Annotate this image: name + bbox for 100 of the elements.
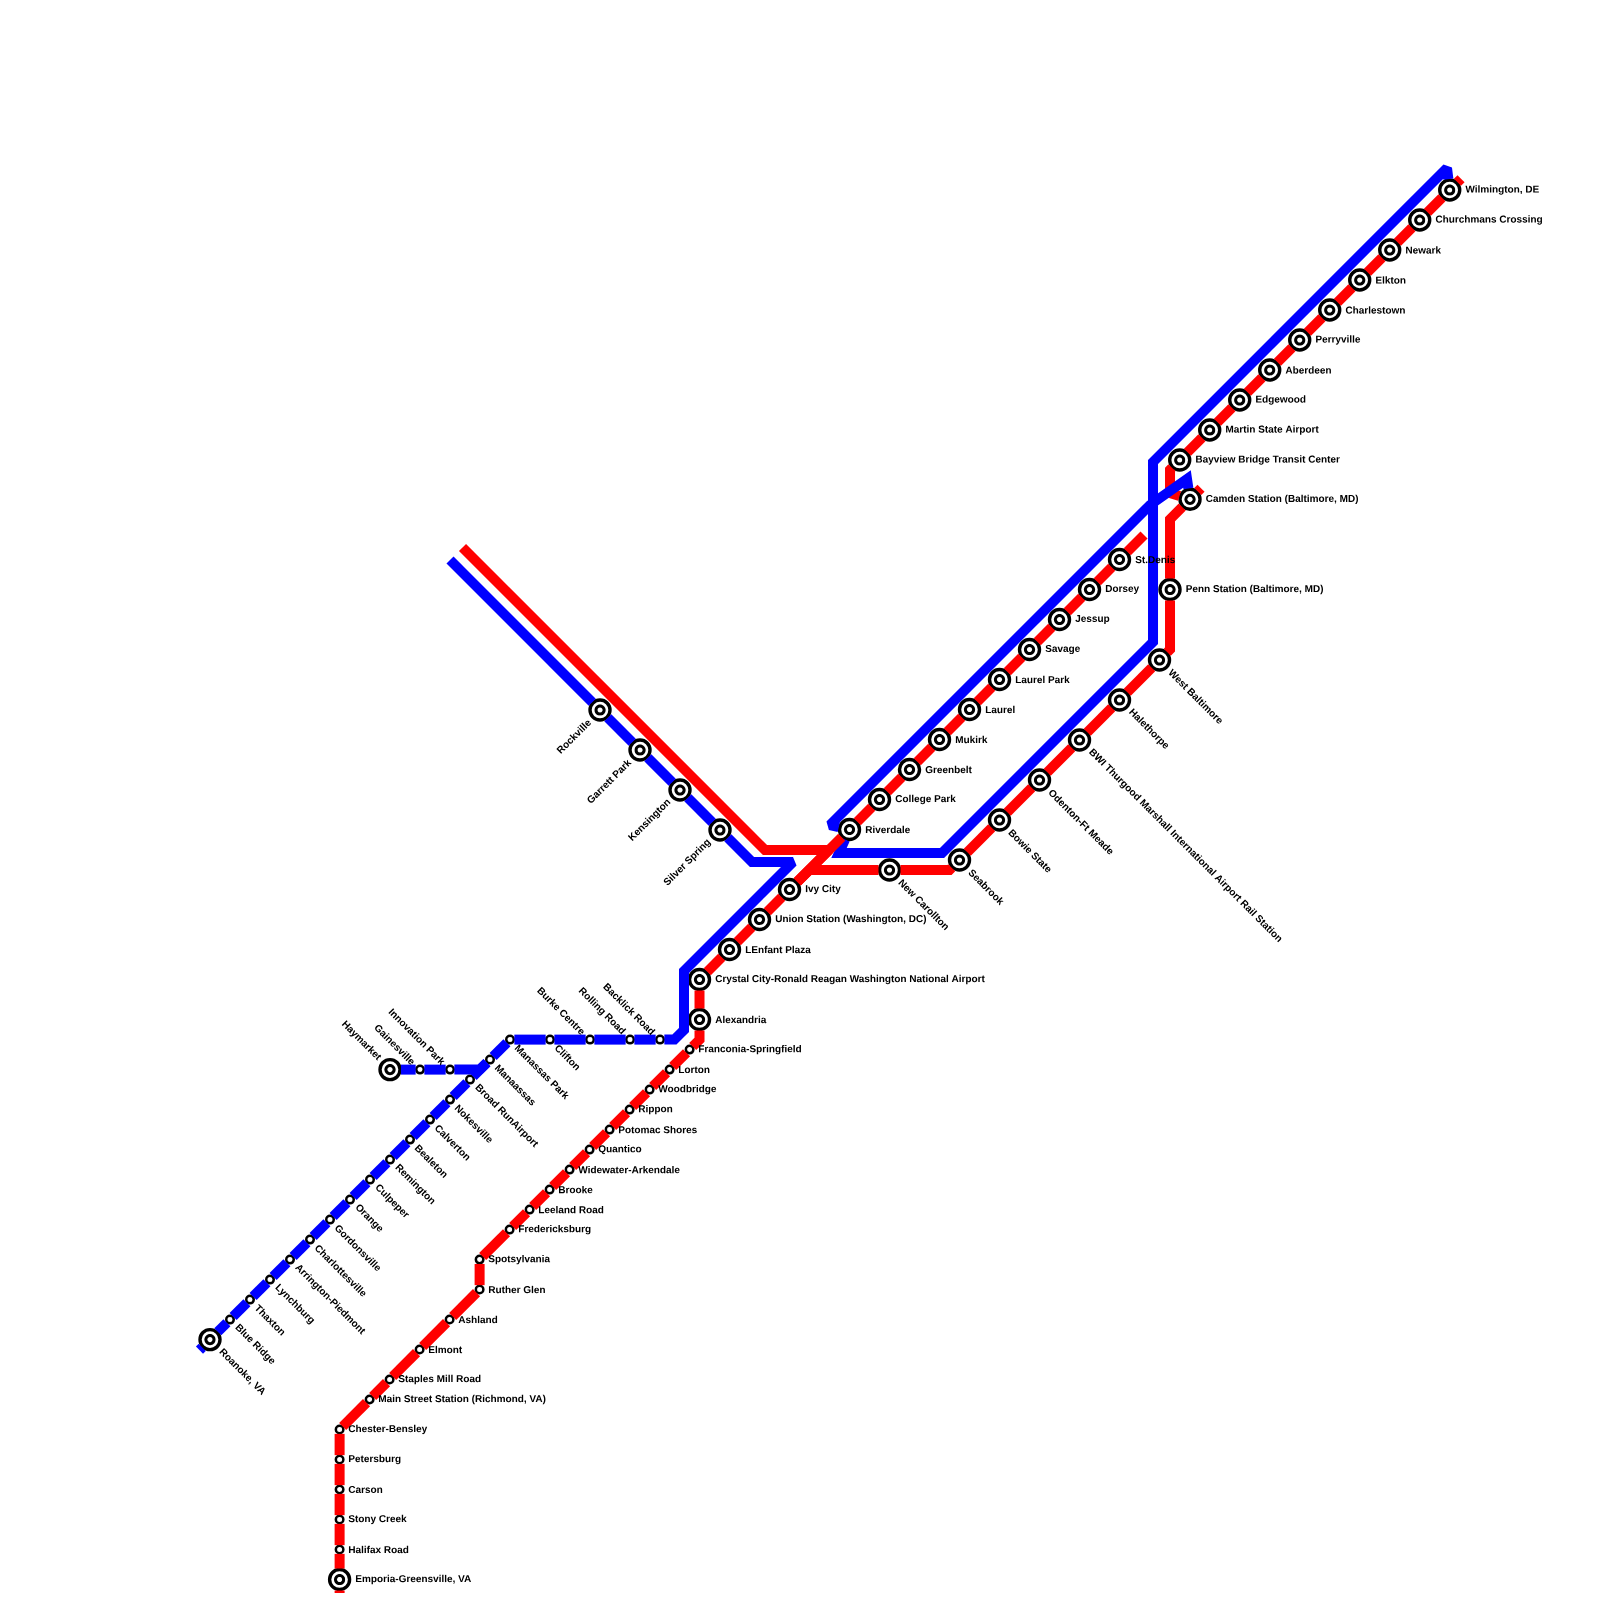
rail-line xyxy=(1123,664,1156,696)
rail-line xyxy=(309,1219,331,1241)
station-marker xyxy=(687,967,712,992)
station-label: Main Street Station (Richmond, VA) xyxy=(379,1394,546,1405)
station-marker xyxy=(334,1424,345,1435)
station-marker xyxy=(327,1567,352,1592)
station-marker xyxy=(414,1344,425,1355)
rail-line xyxy=(1123,531,1148,556)
rail-line xyxy=(1183,434,1206,456)
rail-line xyxy=(1003,784,1036,816)
station-marker xyxy=(1348,268,1372,292)
station-label: Laurel xyxy=(985,705,1015,714)
station-label: Rippon xyxy=(639,1104,673,1115)
station-label: Brooke xyxy=(559,1185,593,1194)
station-marker xyxy=(245,1294,255,1305)
rail-line xyxy=(733,923,756,946)
station-marker xyxy=(485,1054,495,1065)
rail-line xyxy=(424,1064,446,1075)
station-marker xyxy=(777,877,802,902)
station-label: Spotsylvania xyxy=(488,1254,551,1265)
station-marker xyxy=(444,1314,455,1325)
station-marker xyxy=(445,1064,455,1075)
station-label: Potomac Shores xyxy=(619,1125,697,1134)
rail-line xyxy=(900,864,956,875)
station-marker xyxy=(425,1114,435,1125)
station-label: Woodbridge xyxy=(658,1084,717,1095)
rail-line xyxy=(609,1109,631,1131)
station-marker xyxy=(334,1514,345,1525)
station-label: Martin State Airport xyxy=(1226,425,1319,435)
station-label: Perryville xyxy=(1316,335,1361,345)
station-label: Churchmans Crossing xyxy=(1435,215,1542,225)
station-marker xyxy=(1408,208,1432,232)
rail-line xyxy=(469,1059,491,1081)
station-marker xyxy=(867,787,892,812)
station-marker xyxy=(987,667,1012,692)
rail-line xyxy=(1393,224,1416,246)
station-label: Mukirk xyxy=(955,735,988,744)
rail-line xyxy=(419,1319,451,1350)
station-label: Riverdale xyxy=(865,825,910,834)
rail-line xyxy=(589,1129,611,1151)
station-label: Carson xyxy=(348,1486,383,1494)
rail-line xyxy=(689,1030,705,1051)
rail-line xyxy=(853,803,876,826)
rail-line xyxy=(1165,503,1186,579)
rail-line xyxy=(449,1079,471,1101)
rail-line xyxy=(831,163,1454,858)
station-label: Charlestown xyxy=(1345,306,1405,314)
station-marker xyxy=(644,1084,655,1095)
rail-line xyxy=(269,1259,291,1281)
rail-line xyxy=(1043,744,1076,776)
station-marker xyxy=(415,1064,425,1075)
rail-line xyxy=(334,1590,345,1593)
station-marker xyxy=(1168,448,1192,472)
station-marker xyxy=(334,1454,345,1465)
rail-line xyxy=(389,1139,411,1161)
station-marker xyxy=(1158,577,1182,602)
station-label: St.Denis xyxy=(1135,555,1175,564)
station-label: Ivy City xyxy=(805,884,841,895)
rail-line xyxy=(943,713,966,736)
station-label: Crystal City-Ronald Reagan Washington National Airport xyxy=(715,974,985,985)
station-label: Dorsey xyxy=(1105,585,1140,594)
station-marker xyxy=(474,1254,485,1265)
station-label: Wilmington, DE xyxy=(1465,185,1539,195)
station-label: Leeland Road xyxy=(539,1205,604,1214)
rail-line xyxy=(963,824,996,856)
rail-line xyxy=(474,1263,485,1286)
station-marker xyxy=(1178,487,1202,511)
station-label: Petersburg xyxy=(349,1454,401,1465)
station-marker xyxy=(385,1154,395,1165)
rail-line xyxy=(703,953,726,976)
rail-line xyxy=(604,714,636,746)
station-label: Penn Station (Baltimore, MD) xyxy=(1186,584,1323,595)
station-marker xyxy=(1288,328,1312,352)
rail-line xyxy=(334,1553,345,1569)
rail-line xyxy=(369,1159,391,1181)
rail-line xyxy=(664,834,798,1045)
rail-line xyxy=(549,1169,571,1191)
station-label: Camden Station (Baltimore, MD) xyxy=(1206,494,1358,504)
rail-line xyxy=(554,1034,586,1045)
rail-line xyxy=(629,1089,651,1111)
rail-line xyxy=(1003,653,1026,676)
rail-line xyxy=(1083,704,1116,736)
station-marker xyxy=(325,1214,335,1225)
rail-line xyxy=(195,1343,206,1354)
station-marker xyxy=(1228,388,1252,412)
station-marker xyxy=(334,1544,345,1555)
station-label: Newark xyxy=(1406,246,1441,254)
station-label: Franconia-Springfield xyxy=(699,1044,801,1055)
rail-line xyxy=(1243,374,1266,396)
station-marker xyxy=(405,1134,415,1145)
rail-line xyxy=(594,1034,626,1045)
rail-line xyxy=(1453,175,1465,186)
station-label: Staples Mill Road xyxy=(398,1374,481,1385)
station-marker xyxy=(225,1314,235,1325)
station-label: Lorton xyxy=(679,1066,710,1074)
station-marker xyxy=(625,1034,635,1045)
station-label: Aberdeen xyxy=(1285,366,1331,374)
rail-line xyxy=(1423,194,1446,216)
station-marker xyxy=(624,1104,635,1115)
station-label: Quantico xyxy=(598,1145,642,1155)
